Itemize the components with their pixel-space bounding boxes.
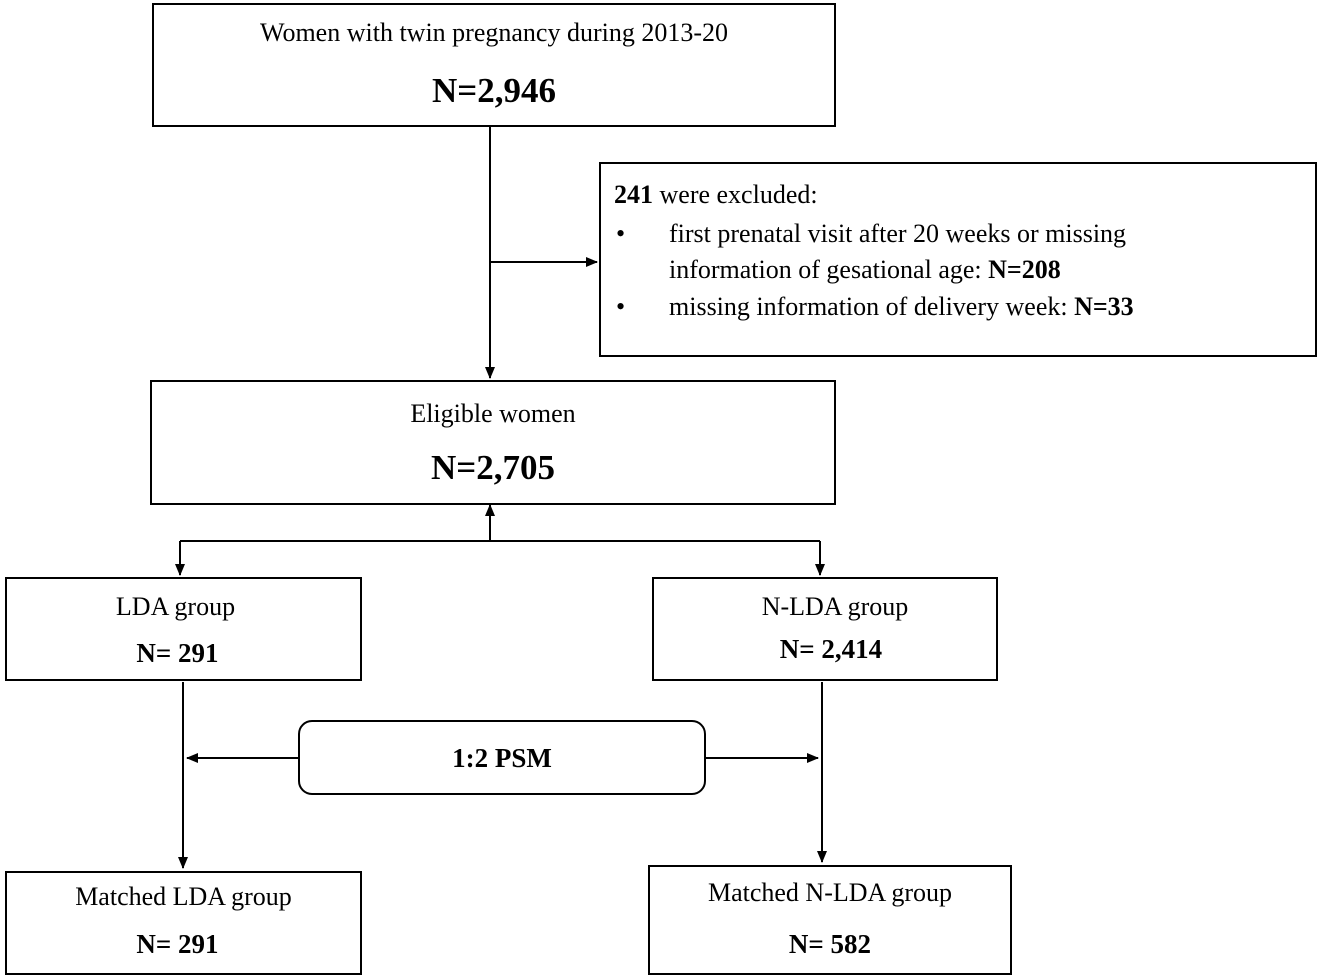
excluded-heading: 241 were excluded: xyxy=(614,182,818,208)
matched-lda-count: N= 291 xyxy=(136,929,219,959)
excluded-bullet-2: • xyxy=(616,292,626,321)
matched-nlda-count: N= 582 xyxy=(788,929,872,959)
top-box-title: Women with twin pregnancy during 2013-20 xyxy=(260,18,728,47)
nlda-box xyxy=(652,577,998,681)
excluded-count: 241 xyxy=(614,180,653,209)
eligible-title: Eligible women xyxy=(410,399,576,428)
excluded-item2: missing information of delivery week: N=… xyxy=(669,294,1134,320)
excluded-item1-line2-text: information of gesational age: xyxy=(669,255,989,284)
psm-label: 1:2 PSM xyxy=(452,743,552,773)
nlda-count: N= 2,414 xyxy=(779,634,883,664)
excluded-item2-count: N=33 xyxy=(1074,292,1134,321)
excluded-bullet-1: • xyxy=(616,219,626,248)
excluded-item1-count: N=208 xyxy=(988,255,1061,284)
lda-count: N= 291 xyxy=(136,638,219,668)
matched-lda-box xyxy=(5,871,362,975)
lda-title: LDA group xyxy=(115,592,236,621)
nlda-title: N-LDA group xyxy=(761,592,909,621)
matched-lda-title: Matched LDA group xyxy=(75,882,292,911)
excluded-item2-text: missing information of delivery week: xyxy=(669,292,1075,321)
excluded-heading-text: were excluded: xyxy=(653,180,818,209)
excluded-item1-line2: information of gesational age: N=208 xyxy=(669,257,1061,283)
top-box xyxy=(152,3,836,127)
eligible-count: N=2,705 xyxy=(431,448,555,487)
psm-box xyxy=(298,720,706,795)
matched-nlda-box xyxy=(648,865,1012,975)
eligible-box xyxy=(150,380,836,505)
excluded-item1-line1: first prenatal visit after 20 weeks or m… xyxy=(669,219,1127,248)
excluded-box xyxy=(599,162,1317,357)
lda-box xyxy=(5,577,362,681)
top-box-count: N=2,946 xyxy=(432,71,556,110)
matched-nlda-title: Matched N-LDA group xyxy=(707,878,953,907)
